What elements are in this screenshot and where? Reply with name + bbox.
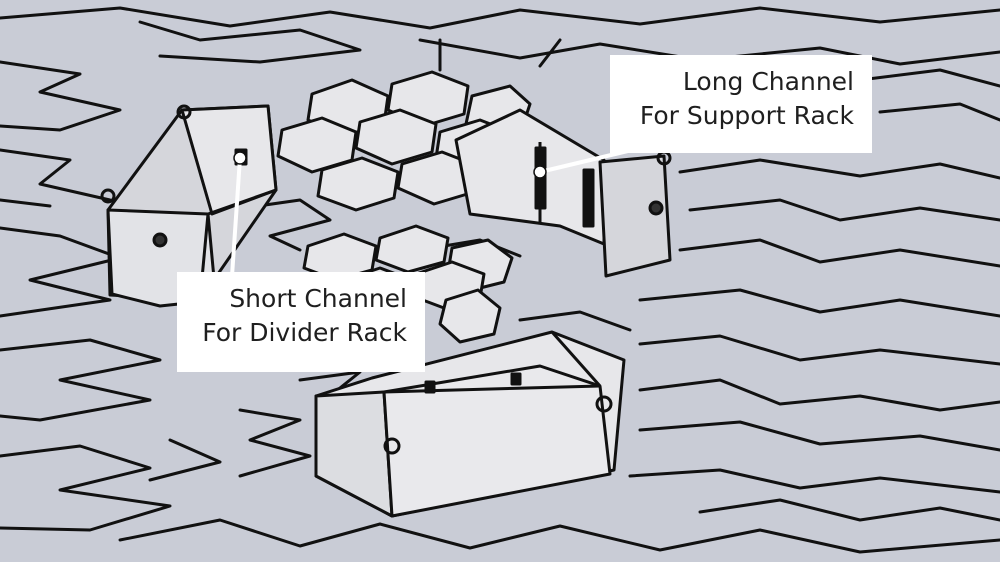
long-channel-callout-line1: Long Channel	[682, 67, 854, 96]
left-module	[100, 104, 278, 308]
bolt-hole	[648, 200, 664, 216]
long-channel-pointer-dot	[533, 165, 547, 179]
bolt-hole	[152, 232, 168, 248]
short-channel-callout-line2: For Divider Rack	[202, 318, 407, 347]
long-channel-callout: Long Channel For Support Rack	[610, 55, 872, 153]
short-channel-callout: Short Channel For Divider Rack	[177, 272, 425, 372]
front-module	[314, 330, 626, 518]
short-channel-callout-line1: Short Channel	[229, 284, 407, 313]
callout-leaders	[230, 148, 634, 278]
short-channel-leader	[230, 156, 242, 278]
callout-pointer-dots	[233, 151, 547, 179]
short-channel-pointer-dot	[233, 151, 247, 165]
long-channel-callout-line2: For Support Rack	[639, 101, 854, 130]
long-channel-leader	[538, 148, 634, 174]
